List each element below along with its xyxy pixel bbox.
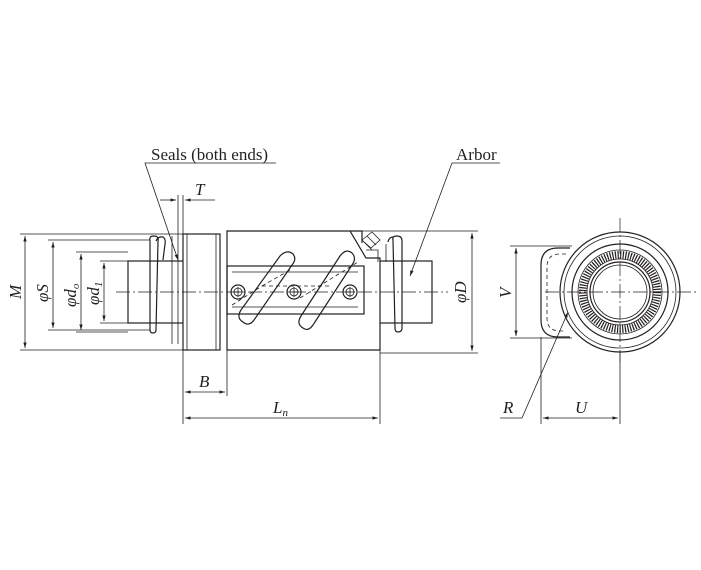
- dim-di-sub: 1: [93, 282, 105, 288]
- dim-do-main: φd: [61, 289, 80, 307]
- dim-L-sub: n: [282, 407, 288, 419]
- dim-U: U: [575, 398, 589, 417]
- dim-T: T: [195, 180, 206, 199]
- dim-S: φS: [33, 284, 52, 302]
- dim-M: M: [6, 284, 25, 300]
- retaining-ring-right: [392, 235, 403, 333]
- arbor-label: Arbor: [456, 145, 497, 164]
- side-view: [116, 230, 448, 351]
- dim-B: B: [199, 372, 210, 391]
- dim-do: φdo: [61, 283, 82, 307]
- keyway-plate: [226, 265, 365, 315]
- dim-L-main: L: [272, 398, 282, 417]
- end-view: [540, 218, 697, 362]
- retaining-ring-left: [149, 235, 159, 334]
- end-tab: [540, 247, 570, 338]
- dim-R: R: [502, 398, 514, 417]
- seals-label: Seals (both ends): [151, 145, 268, 164]
- dim-V: V: [496, 285, 515, 298]
- return-tube-left: [238, 251, 296, 325]
- dim-di-main: φd: [84, 287, 103, 305]
- dim-L: Ln: [272, 398, 288, 419]
- dim-di: φd1: [84, 282, 105, 305]
- return-tube-right: [298, 250, 356, 331]
- dim-D: φD: [451, 281, 470, 303]
- dim-do-sub: o: [70, 283, 82, 289]
- dimension-lines: [20, 162, 621, 424]
